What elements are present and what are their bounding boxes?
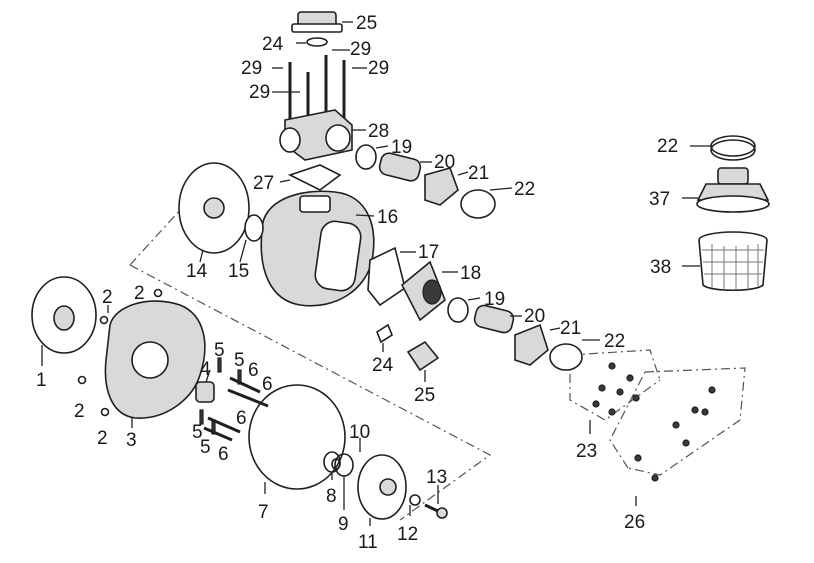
callout-3: 3 [126,430,137,451]
callout-23: 23 [576,441,597,462]
callout-10: 10 [349,422,370,443]
part-pump-casing [260,190,375,307]
callout-2: 2 [134,283,145,304]
part-drain-gasket [376,323,393,352]
callout-6: 6 [262,374,273,395]
part-manifold-gasket [279,164,342,191]
part-outlet-manifold [279,109,366,161]
part-studs-and-nuts [199,357,269,442]
part-impeller-bolt [424,485,448,519]
callout-21: 21 [560,318,581,339]
callout-7: 7 [258,502,269,523]
callout-18: 18 [460,263,481,284]
assembly-boundary [129,187,746,521]
callout-2: 2 [74,401,85,422]
callout-29: 29 [241,58,262,79]
callout-6: 6 [248,360,259,381]
callout-25: 25 [356,13,377,34]
callout-5: 5 [234,350,245,371]
callout-22: 22 [604,331,625,352]
part-cap-oring [296,37,328,47]
part-washers [77,288,163,417]
callout-13: 13 [426,467,447,488]
part-casing-oring [248,384,346,494]
part-impeller-shims [323,438,361,510]
callout-19: 19 [391,137,412,158]
part-strainer-clamp [690,135,756,161]
part-wear-plate [178,162,250,263]
callout-37: 37 [649,189,670,210]
part-lower-inlet-set [447,297,600,371]
callout-labels: 25 24 29 29 29 29 28 19 20 21 22 27 16 1… [36,13,678,553]
callout-29: 29 [350,39,371,60]
callout-9: 9 [338,514,349,535]
part-pump-bracket [104,300,206,428]
callout-22: 22 [657,136,678,157]
callout-28: 28 [368,121,389,142]
part-strainer-screen [682,231,768,291]
part-impeller-washer [409,494,421,516]
callout-5: 5 [192,422,203,443]
part-drain-plug [406,340,440,382]
callout-27: 27 [253,173,274,194]
callout-24: 24 [372,355,394,376]
callout-38: 38 [650,257,671,278]
callout-26: 26 [624,512,645,533]
callout-2: 2 [102,287,113,308]
part-mechanical-seal [195,369,215,403]
part-inlet-cover [400,260,458,322]
callout-12: 12 [397,524,418,545]
part-bolt-set-b [634,386,716,506]
callout-14: 14 [186,261,208,282]
callout-20: 20 [524,306,545,327]
callout-29: 29 [249,82,270,103]
callout-2: 2 [97,428,108,449]
part-bolt-set-a [589,362,640,434]
part-engine-flange [31,276,97,366]
callout-6: 6 [218,444,229,465]
callout-19: 19 [484,289,505,310]
part-impeller [357,454,407,526]
callout-6: 6 [236,408,247,429]
callout-16: 16 [377,207,398,228]
callout-21: 21 [468,163,489,184]
part-strainer-cap [682,167,770,213]
callout-1: 1 [36,370,47,391]
callout-11: 11 [358,532,378,553]
callout-4: 4 [200,359,211,380]
callout-25: 25 [414,385,435,406]
callout-8: 8 [326,486,337,507]
part-priming-cap [291,11,353,33]
callout-15: 15 [228,261,249,282]
callout-17: 17 [418,242,439,263]
part-bolts-top [272,49,367,125]
callout-5: 5 [200,437,211,458]
callout-5: 5 [214,340,225,361]
callout-29: 29 [368,58,389,79]
part-cover-gasket [367,246,416,307]
part-wear-plate-oring [239,214,264,263]
callout-20: 20 [434,152,455,173]
callout-22: 22 [514,179,535,200]
callout-24: 24 [262,34,284,55]
part-upper-outlet-set [355,144,513,219]
